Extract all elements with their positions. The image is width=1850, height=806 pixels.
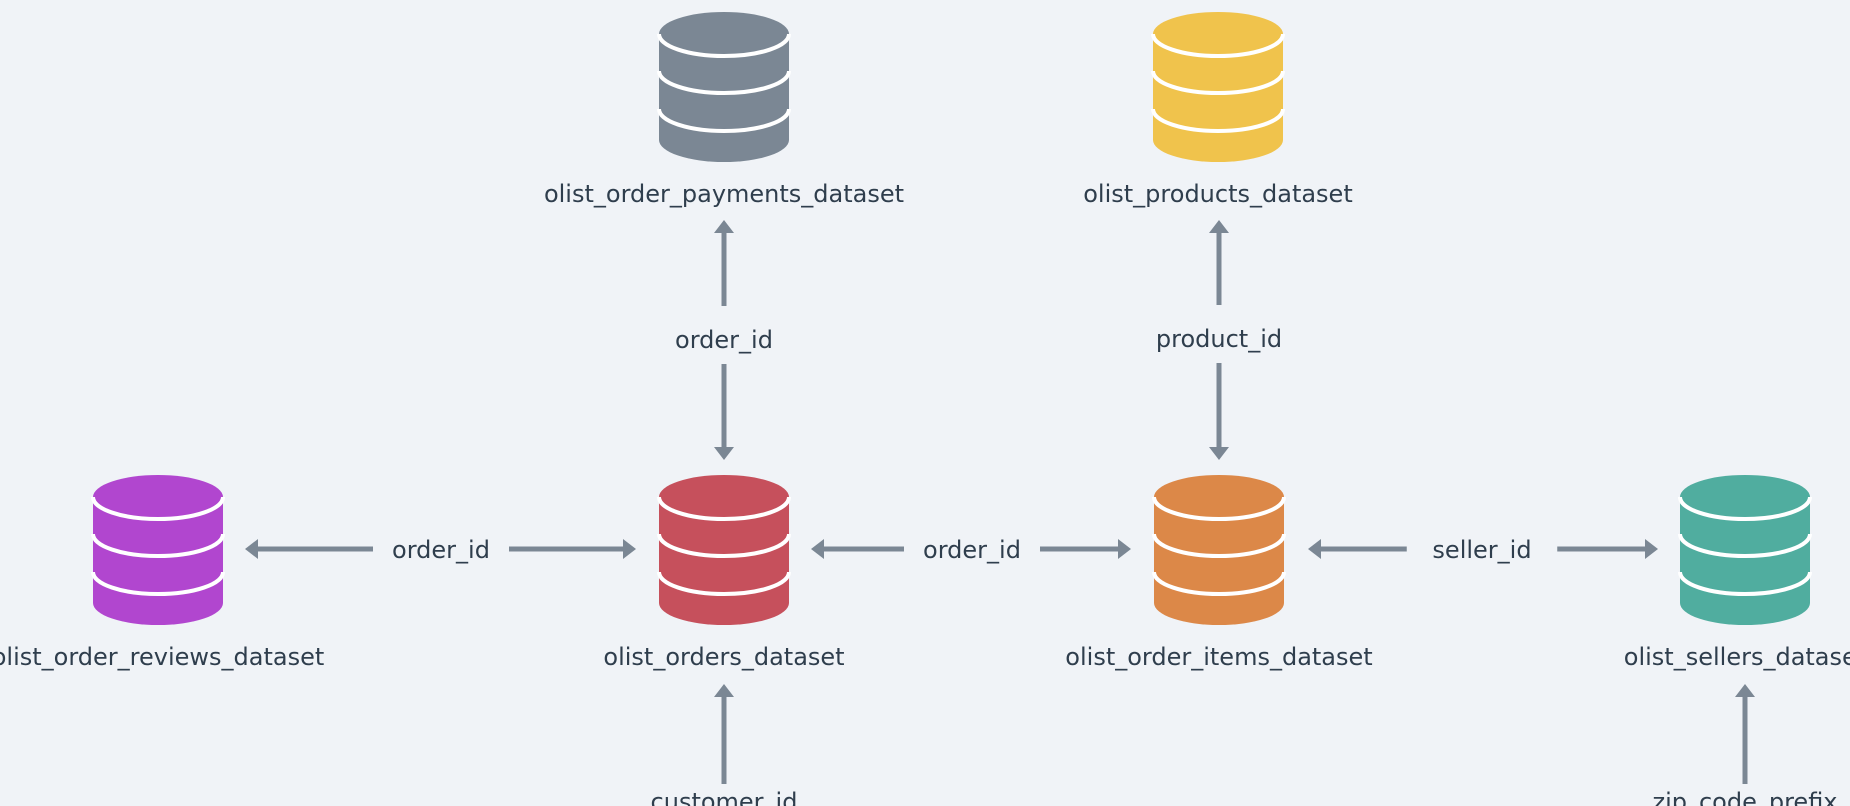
node-label: olist_order_payments_dataset xyxy=(544,180,904,208)
cylinder-top xyxy=(1154,475,1284,519)
database-icon xyxy=(1152,475,1286,625)
database-icon xyxy=(1678,475,1812,625)
arrowhead xyxy=(714,447,734,460)
edge-items-sellers: seller_id xyxy=(1308,536,1658,564)
arrowhead xyxy=(245,539,258,559)
node-order_reviews: olist_order_reviews_dataset xyxy=(0,475,324,671)
edge-reviews-orders: order_id xyxy=(245,536,636,564)
cylinder-band xyxy=(657,108,791,133)
database-icon xyxy=(91,475,225,625)
arrowhead xyxy=(1209,447,1229,460)
cylinder-band xyxy=(1152,571,1286,596)
cylinder-top xyxy=(659,12,789,56)
edge-label: seller_id xyxy=(1432,536,1531,564)
arrowhead xyxy=(1118,539,1131,559)
cylinder-band xyxy=(657,533,791,558)
node-order_items: olist_order_items_dataset xyxy=(1065,475,1373,671)
node-label: olist_order_reviews_dataset xyxy=(0,643,324,671)
cylinder-top xyxy=(659,475,789,519)
edge-items-products: product_id xyxy=(1156,220,1282,460)
cylinder-rim xyxy=(657,33,791,58)
edge-label: product_id xyxy=(1156,325,1282,353)
edge-label: order_id xyxy=(675,326,773,354)
arrowhead xyxy=(1308,539,1321,559)
edge-orders-payments: order_id xyxy=(675,220,773,460)
node-label: olist_orders_dataset xyxy=(603,643,844,671)
node-label: olist_sellers_dataset xyxy=(1624,643,1850,671)
arrowhead xyxy=(714,220,734,233)
edge-label: zip_code_prefix xyxy=(1652,788,1837,806)
cylinder-band xyxy=(91,533,225,558)
database-icon xyxy=(657,475,791,625)
arrowhead xyxy=(1645,539,1658,559)
cylinder-band xyxy=(1678,571,1812,596)
edge-customers-orders: customer_id xyxy=(651,684,798,806)
edge-geolocation-sellers: zip_code_prefix xyxy=(1652,684,1838,806)
database-icon xyxy=(1151,12,1285,162)
cylinder-band xyxy=(1151,70,1285,95)
cylinder-rim xyxy=(1151,33,1285,58)
node-sellers: olist_sellers_dataset xyxy=(1624,475,1850,671)
cylinder-top xyxy=(93,475,223,519)
edge-label: order_id xyxy=(923,536,1021,564)
arrowhead xyxy=(1735,684,1755,697)
cylinder-band xyxy=(91,571,225,596)
edge-label: customer_id xyxy=(651,788,798,806)
cylinder-band xyxy=(657,70,791,95)
cylinder-band xyxy=(1678,533,1812,558)
cylinder-band xyxy=(657,571,791,596)
cylinder-rim xyxy=(91,496,225,521)
cylinder-top xyxy=(1680,475,1810,519)
cylinder-rim xyxy=(1152,496,1286,521)
node-order_payments: olist_order_payments_dataset xyxy=(544,12,904,208)
edge-orders-items: order_id xyxy=(811,536,1131,564)
node-label: olist_order_items_dataset xyxy=(1065,643,1372,671)
nodes-layer: olist_order_payments_dataset olist_produc… xyxy=(0,12,1850,671)
node-orders: olist_orders_dataset xyxy=(603,475,845,671)
arrowhead xyxy=(811,539,824,559)
cylinder-band xyxy=(1152,533,1286,558)
cylinder-rim xyxy=(1678,496,1812,521)
cylinder-band xyxy=(1151,108,1285,133)
arrowhead xyxy=(1209,220,1229,233)
cylinder-rim xyxy=(657,496,791,521)
cylinder-top xyxy=(1153,12,1283,56)
node-products: olist_products_dataset xyxy=(1083,12,1353,208)
database-icon xyxy=(657,12,791,162)
arrowhead xyxy=(714,684,734,697)
node-label: olist_products_dataset xyxy=(1083,180,1352,208)
arrowhead xyxy=(623,539,636,559)
edge-label: order_id xyxy=(392,536,490,564)
